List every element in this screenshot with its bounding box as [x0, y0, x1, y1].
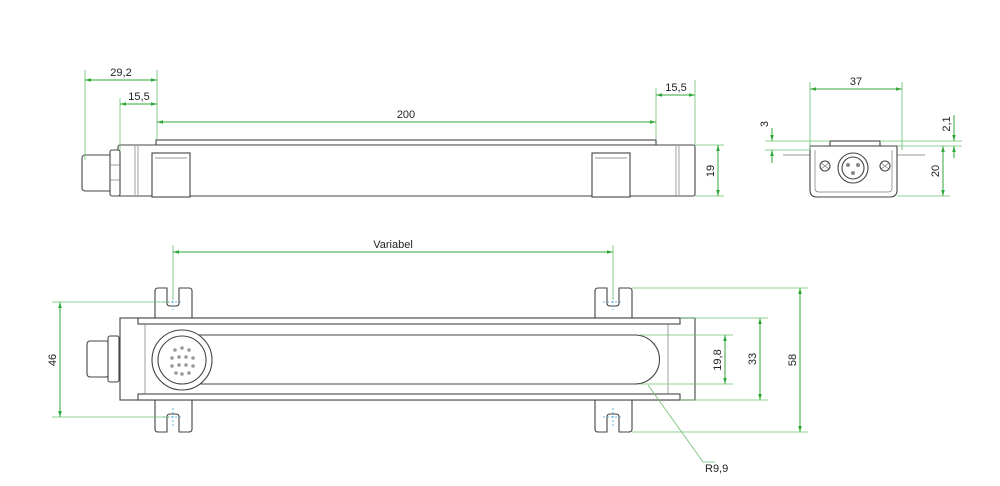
- radius-leader: [647, 384, 715, 463]
- connector-face-icon: [837, 152, 869, 184]
- dim-r9-9: R9,9: [705, 463, 728, 475]
- mounting-bracket-right: [591, 152, 631, 198]
- dim-200: 200: [397, 109, 415, 121]
- dim-33: 33: [747, 353, 759, 365]
- bracket-bottom-right: [594, 400, 633, 433]
- m12-connector: [81, 149, 121, 197]
- plan-view: Variabel 46 58 33 19,8 R9,9: [47, 239, 808, 475]
- dim-3: 3: [759, 121, 771, 127]
- round-connector-plan-icon: [151, 329, 213, 391]
- dim-58: 58: [787, 354, 799, 366]
- bracket-top-left: [154, 287, 193, 318]
- dim-2-1: 2,1: [941, 116, 953, 131]
- mounting-bracket-left: [151, 152, 191, 198]
- end-top-plate: [829, 140, 881, 147]
- m12-connector-plan: [86, 335, 120, 383]
- dim-29-2: 29,2: [110, 67, 131, 79]
- bracket-bottom-left: [154, 400, 193, 433]
- bracket-top-right: [594, 287, 633, 318]
- dim-19: 19: [705, 165, 717, 177]
- dim-15-5-right: 15,5: [665, 82, 686, 94]
- side-view: 29,2 15,5 200 15,5 19: [81, 67, 724, 198]
- screw-right-icon: [879, 160, 891, 172]
- end-view: 37 3 2,1 20: [759, 76, 962, 198]
- dim-46: 46: [47, 354, 59, 366]
- dim-37: 37: [850, 76, 862, 88]
- dim-20: 20: [930, 165, 942, 177]
- dim-15-5-left: 15,5: [128, 91, 149, 103]
- top-plate: [155, 139, 657, 146]
- screw-left-icon: [819, 160, 831, 172]
- dim-19-8: 19,8: [712, 349, 724, 370]
- dim-variabel: Variabel: [373, 239, 413, 251]
- light-window-slot: [167, 334, 660, 385]
